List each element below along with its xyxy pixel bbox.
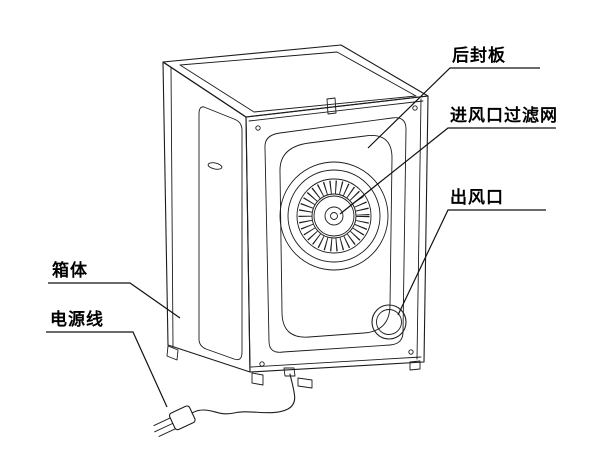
power-plug — [153, 405, 196, 437]
label-air-outlet: 出风口 — [450, 188, 504, 207]
top-panel — [162, 44, 429, 118]
leader-air-outlet — [397, 209, 546, 316]
top-bracket — [326, 97, 337, 115]
air-outlet-port — [371, 304, 407, 340]
label-rear-panel: 后封板 — [452, 46, 506, 65]
inlet-filter-grille — [279, 161, 389, 271]
leader-lines — [46, 67, 556, 408]
label-inlet-filter: 进风口过滤网 — [450, 106, 558, 125]
label-power-cord: 电源线 — [50, 310, 104, 329]
label-cabinet: 箱体 — [52, 261, 88, 280]
cabinet-side-panel — [162, 61, 251, 373]
power-cord-assembly — [153, 367, 296, 437]
machine-body — [153, 44, 429, 437]
leader-cabinet — [48, 282, 181, 319]
cord-grommet — [283, 367, 296, 377]
rear-sealing-panel — [245, 95, 429, 373]
grille-slots — [298, 180, 370, 252]
leader-power-cord — [46, 331, 168, 408]
feet — [166, 345, 421, 389]
leader-inlet-filter — [339, 127, 556, 215]
power-cord-line — [191, 373, 296, 415]
leader-rear-panel — [367, 67, 540, 149]
